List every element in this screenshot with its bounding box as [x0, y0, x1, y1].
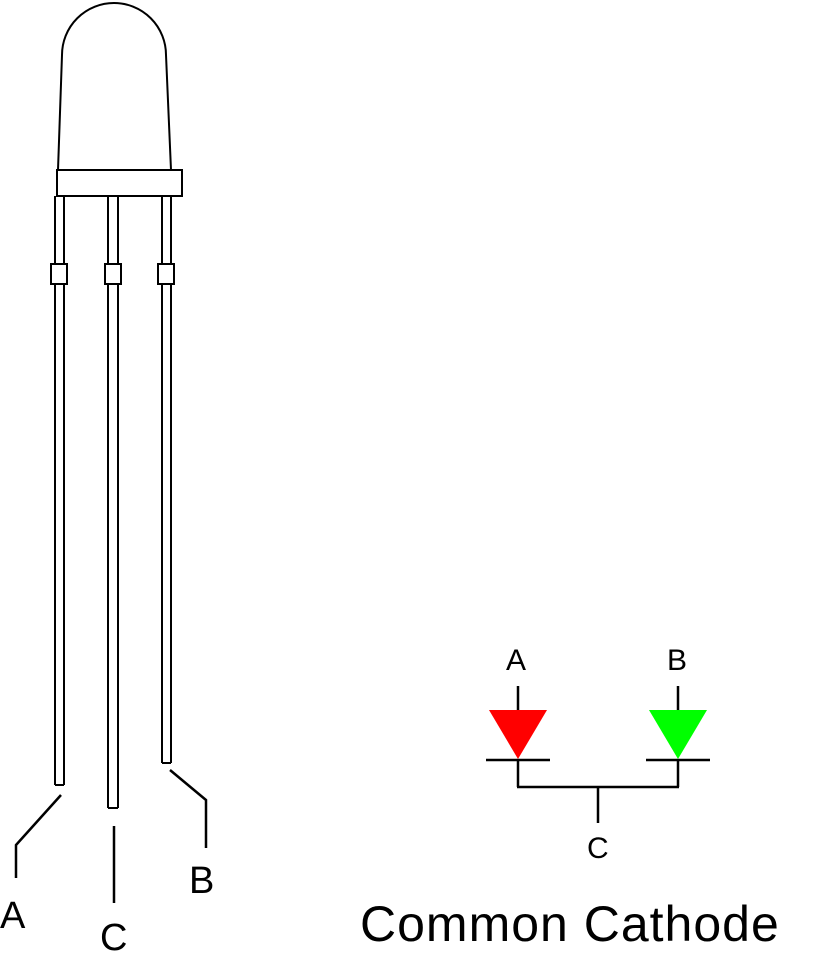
diode-a-triangle — [489, 710, 547, 759]
pin-label-b: B — [189, 860, 214, 902]
lead-a — [50, 196, 68, 786]
schematic-label-a: A — [506, 644, 526, 677]
schematic-label-c: C — [587, 832, 609, 865]
led-flange — [56, 169, 183, 197]
schematic-label-b: B — [667, 644, 687, 677]
lead-b — [157, 196, 175, 764]
caption: Common Cathode — [360, 896, 780, 952]
leader-line-a — [14, 794, 62, 878]
pin-label-a: A — [0, 895, 26, 937]
schematic: A B C — [486, 644, 710, 865]
led-package: A C B — [0, 2, 214, 954]
diode-a — [486, 686, 550, 787]
pin-label-c: C — [100, 917, 127, 954]
led-dome — [57, 2, 172, 171]
leader-line-b — [169, 769, 208, 848]
diode-b — [646, 686, 710, 787]
lead-c — [104, 196, 122, 809]
diode-b-triangle — [649, 710, 707, 759]
